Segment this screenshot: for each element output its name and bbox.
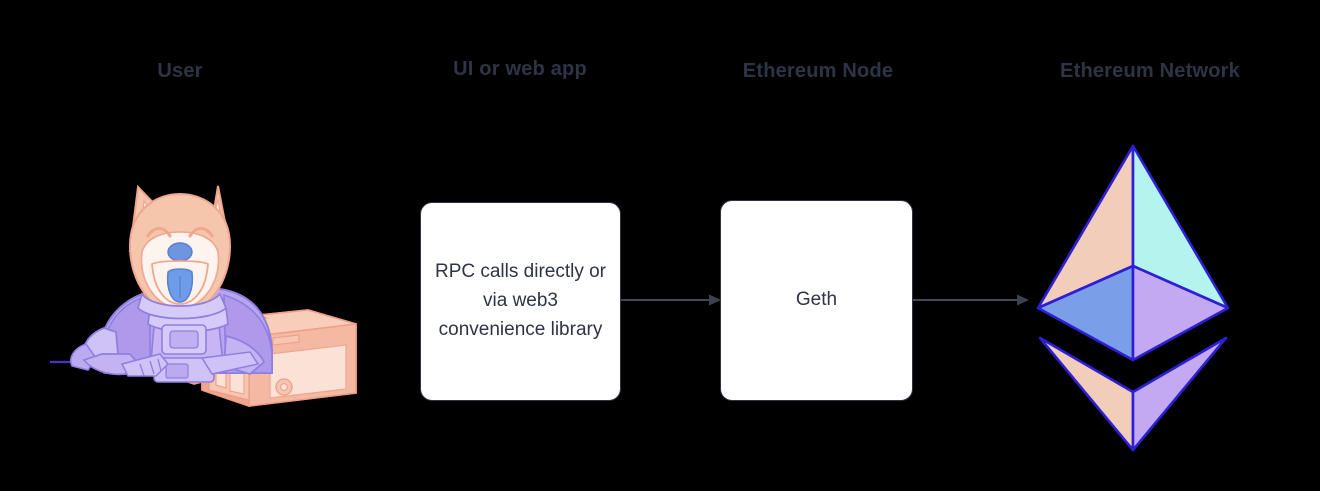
- process-box-rpc-calls[interactable]: RPC calls directly or via web3 convenien…: [420, 202, 621, 401]
- column-heading-ui-or-web-app: UI or web app: [453, 58, 587, 80]
- connector-rpc-to-geth: [621, 294, 722, 306]
- process-box-geth[interactable]: Geth: [720, 200, 913, 401]
- column-heading-user: User: [157, 60, 203, 82]
- column-heading-ethereum-node: Ethereum Node: [742, 60, 894, 82]
- shiba-inu-graphic: [70, 184, 273, 383]
- shiba-inu-astronaut-illustration: [44, 168, 374, 413]
- connector-geth-to-network: [913, 294, 1030, 306]
- column-heading-ethereum-network: Ethereum Network: [1060, 60, 1240, 82]
- ethereum-diamond-logo-icon: [1028, 142, 1238, 454]
